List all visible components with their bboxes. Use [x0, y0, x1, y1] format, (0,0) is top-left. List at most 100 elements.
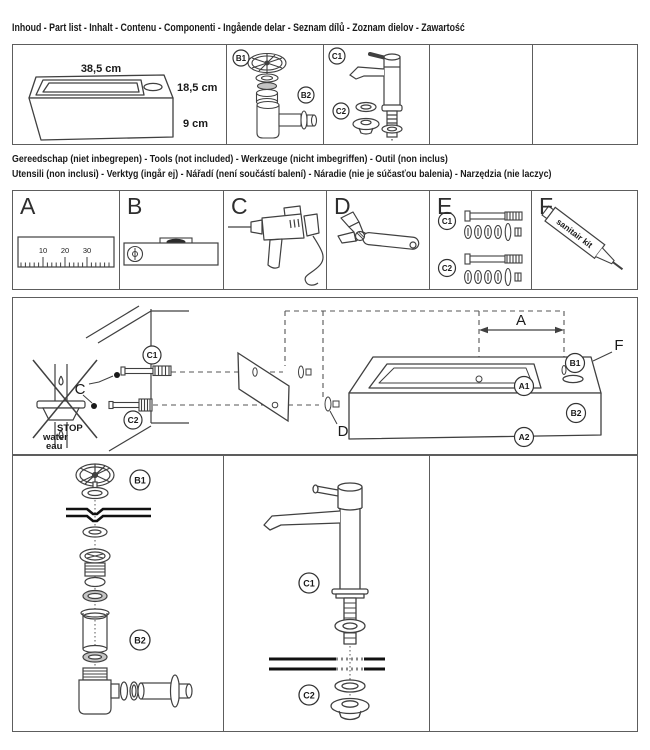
tool-cell-drill: C [223, 191, 326, 289]
detail-table: B1 B2 [12, 455, 638, 732]
fixing-set-icon: C1 C2 [437, 210, 523, 287]
a-letter: A [516, 312, 526, 329]
dimension-a: A [479, 312, 564, 334]
tool-letter-c: C [231, 193, 248, 219]
svg-text:C2: C2 [303, 691, 315, 701]
tool-cell-ruler: A 10 20 30 [13, 191, 119, 289]
sink-basin-label: A1 [513, 375, 535, 397]
screw-bottom-label: C2 [123, 410, 143, 430]
part-cell-empty-1 [429, 45, 532, 144]
svg-text:C1: C1 [147, 350, 158, 360]
svg-text:C1: C1 [303, 579, 315, 589]
tap-c1-label: C1 [298, 572, 320, 594]
plug-icon-top [298, 365, 312, 379]
drill-icon [228, 205, 324, 286]
svg-text:C1: C1 [442, 217, 453, 226]
tools-title: Gereedschap (niet inbegrepen) - Tools (n… [12, 152, 650, 182]
drain-b1-label: B1 [129, 469, 151, 491]
svg-text:B2: B2 [571, 408, 582, 418]
screw-top-label: C1 [142, 345, 162, 365]
svg-text:B1: B1 [570, 358, 581, 368]
tool-letter-b: B [127, 193, 143, 219]
sink-height-label: 9 cm [183, 118, 208, 130]
tap-drawing: C1 C2 [328, 47, 403, 142]
washer-plug-icon-d [324, 396, 340, 412]
f-letter: F [614, 337, 623, 354]
tools-table: A 10 20 30 B [12, 190, 638, 290]
water-label: water [42, 432, 68, 443]
tap-exploded-drawing: C1 C2 [263, 482, 385, 721]
label-c1: C1 [328, 47, 346, 65]
tap-section [269, 657, 385, 671]
tool-letter-d: D [334, 193, 351, 219]
sink-side-label: B2 [565, 402, 587, 424]
d-letter: D [338, 423, 349, 440]
drain-trap-drawing: B1 B2 [232, 49, 318, 139]
sink-drain-label: B1 [564, 352, 586, 374]
drill-point-top [114, 372, 120, 378]
drain-b2-label: B2 [129, 629, 151, 651]
ruler-icon: 10 20 30 [17, 236, 115, 268]
fixing-set1-label: C1 [437, 211, 457, 231]
wall-screw-top [120, 365, 172, 377]
sink-width-label: 38,5 cm [81, 63, 122, 75]
sink-cross-section [66, 507, 151, 523]
svg-text:C2: C2 [336, 107, 347, 116]
svg-text:B2: B2 [134, 636, 146, 646]
label-c2: C2 [332, 102, 350, 120]
label-b2: B2 [297, 86, 315, 104]
svg-text:B2: B2 [301, 91, 312, 100]
part-list-table: 38,5 cm 18,5 cm 9 cm [12, 44, 638, 145]
sink-depth-label: 18,5 cm [177, 82, 218, 94]
part-list-title: Inhoud - Part list - Inhalt - Contenu - … [12, 22, 465, 34]
part-cell-empty-2 [532, 45, 637, 144]
wall-lines [85, 305, 189, 452]
part-cell-tap: C1 C2 [323, 45, 429, 144]
alignment-dashed-lines [153, 310, 565, 406]
svg-text:C2: C2 [128, 415, 139, 425]
f-leader [592, 351, 613, 362]
svg-text:C1: C1 [332, 52, 343, 61]
tap-c2-label: C2 [298, 684, 320, 706]
drain-exploded-drawing: B1 B2 [66, 463, 193, 715]
wrench-icon [337, 211, 420, 250]
part-cell-sink: 38,5 cm 18,5 cm 9 cm [13, 45, 226, 144]
fixing-set2-label: C2 [437, 258, 457, 278]
tools-title-line1: Gereedschap (niet inbegrepen) - Tools (n… [12, 153, 448, 165]
label-b1: B1 [232, 49, 250, 67]
sink-base-label: A2 [513, 426, 535, 448]
stop-valve-icon [32, 359, 98, 448]
svg-text:A1: A1 [519, 381, 530, 391]
detail-cell-drain: B1 B2 [13, 456, 223, 731]
tools-title-line2: Utensili (non inclusi) - Verktyg (ingår … [12, 168, 552, 181]
svg-text:C2: C2 [442, 264, 453, 273]
tool-cell-level: B [119, 191, 223, 289]
svg-text:B1: B1 [134, 476, 146, 486]
c-leader-top [88, 375, 114, 385]
svg-text:B1: B1 [236, 54, 247, 63]
tool-letter-e: E [437, 193, 453, 219]
detail-cell-tap: C1 C2 [223, 456, 429, 731]
eau-label: eau [46, 441, 63, 452]
tool-letter-a: A [20, 193, 36, 219]
part-cell-drain: B1 B2 [226, 45, 323, 144]
ruler-tick-20: 20 [61, 246, 69, 255]
sink-drawing: 38,5 cm 18,5 cm 9 cm [28, 63, 218, 141]
ruler-tick-30: 30 [83, 246, 91, 255]
tool-letter-f: F [539, 193, 554, 219]
d-leader [329, 410, 338, 425]
svg-text:A2: A2 [519, 432, 530, 442]
assembly-box: STOP water eau [12, 297, 638, 455]
spirit-level-icon [123, 237, 219, 266]
tool-cell-fixings: E [429, 191, 531, 289]
assembly-diagram: STOP water eau [32, 305, 624, 452]
mounting-plate [237, 351, 290, 423]
stop-label: STOP [57, 423, 83, 434]
wall-screw-bottom [108, 398, 153, 412]
c-letter: C [75, 381, 86, 398]
tool-cell-wrench: D [326, 191, 429, 289]
detail-cell-empty [429, 456, 637, 731]
c-leader-bottom [82, 394, 93, 404]
assembly-sink-drawing [348, 356, 602, 440]
